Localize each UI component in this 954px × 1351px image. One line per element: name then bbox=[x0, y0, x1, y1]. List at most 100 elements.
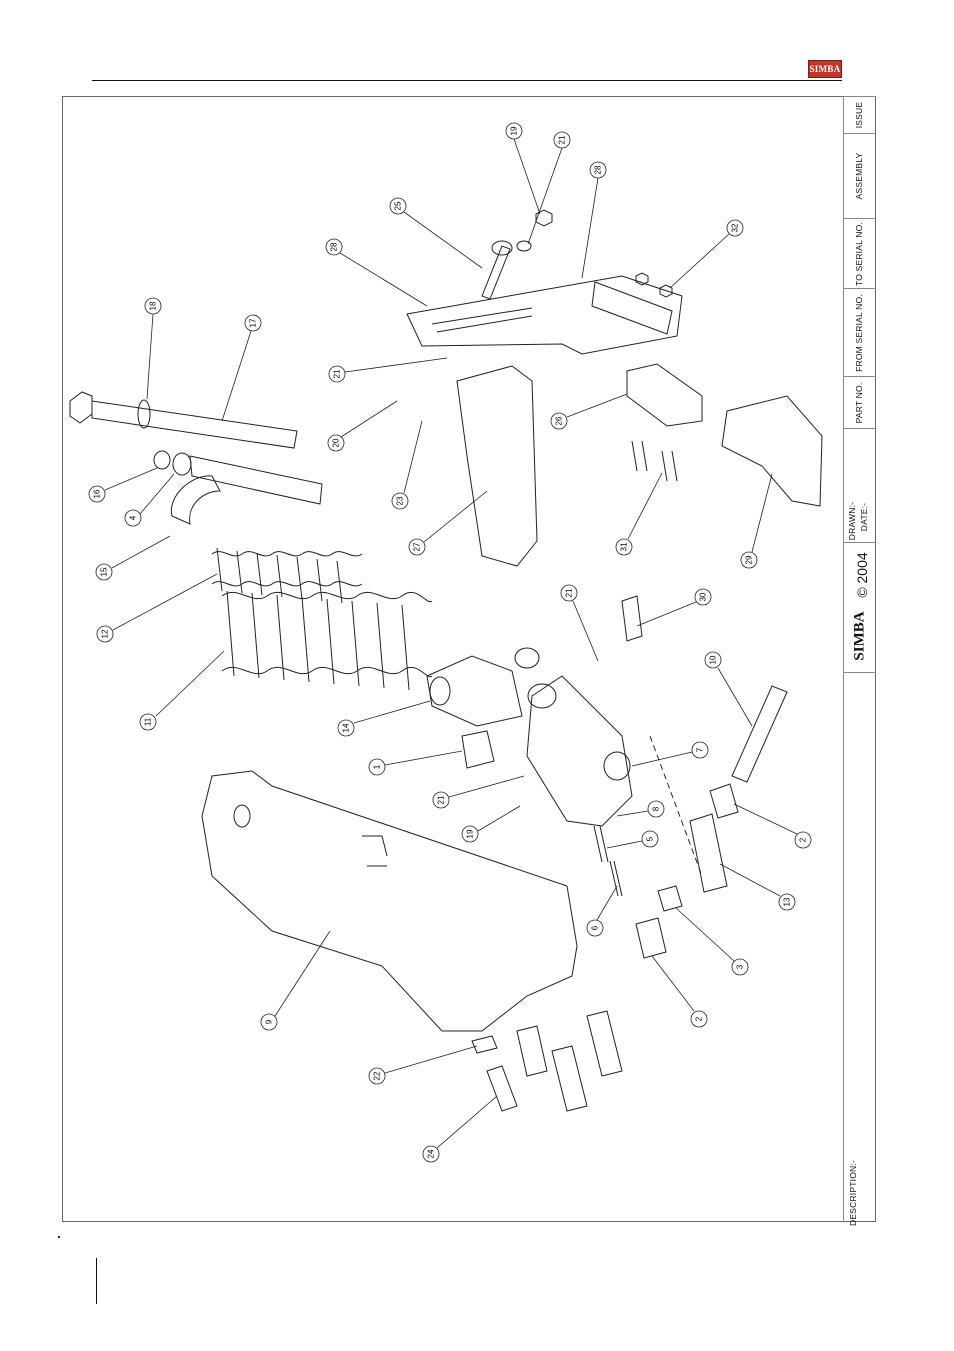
callout-27 bbox=[408, 490, 488, 556]
assembly-cell: ASSEMBLY bbox=[843, 133, 876, 218]
callout-21-right bbox=[560, 584, 599, 662]
leg-9 bbox=[201, 770, 578, 1032]
callout-28-right bbox=[581, 161, 607, 279]
assembly-label: ASSEMBLY bbox=[854, 152, 864, 200]
callout-number: 9 bbox=[265, 1019, 274, 1024]
callout-4 bbox=[124, 473, 175, 527]
callout-number: 4 bbox=[129, 515, 138, 520]
spring-11 bbox=[221, 590, 433, 691]
housing-14 bbox=[426, 655, 523, 727]
callout-26 bbox=[550, 393, 628, 430]
tube-13 bbox=[689, 813, 728, 893]
callout-number: 30 bbox=[699, 592, 708, 601]
part-no-cell: PART NO. bbox=[843, 376, 876, 428]
callout-22 bbox=[368, 1045, 478, 1085]
center-line bbox=[649, 735, 703, 877]
callout-number: 8 bbox=[652, 806, 661, 811]
callout-14 bbox=[337, 700, 431, 737]
page-margin-rule bbox=[96, 1258, 97, 1304]
bolt-30 bbox=[621, 595, 643, 642]
callout-number: 7 bbox=[696, 747, 705, 752]
callout-3 bbox=[675, 907, 749, 976]
bracket-28-arm bbox=[591, 281, 673, 335]
point-29 bbox=[721, 395, 823, 507]
callout-21-top bbox=[527, 131, 571, 245]
callout-number: 21 bbox=[333, 369, 342, 378]
bush-1 bbox=[461, 730, 495, 769]
callout-23 bbox=[391, 420, 423, 510]
brand-cell bbox=[843, 542, 876, 672]
bolts-31 bbox=[631, 440, 678, 482]
washer-22 bbox=[471, 1035, 498, 1054]
callout-9 bbox=[260, 930, 331, 1031]
callout-6 bbox=[586, 885, 618, 937]
callout-31 bbox=[615, 472, 663, 556]
callout-number: 27 bbox=[413, 542, 422, 551]
date-label: DATE:- bbox=[859, 502, 869, 532]
page-dot bbox=[58, 1236, 60, 1238]
callout-25 bbox=[389, 197, 483, 269]
callout-1 bbox=[368, 750, 463, 776]
callout-30 bbox=[636, 588, 712, 627]
callout-8 bbox=[616, 800, 665, 818]
callout-17 bbox=[221, 314, 262, 422]
bolt-set bbox=[516, 1010, 623, 1112]
callout-32 bbox=[669, 219, 744, 289]
to-serial-cell: TO SERIAL NO. bbox=[843, 218, 876, 288]
callout-number: 21 bbox=[558, 135, 567, 144]
callout-number: 5 bbox=[646, 836, 655, 841]
callout-number: 13 bbox=[783, 897, 792, 906]
callout-2-lower bbox=[651, 955, 708, 1028]
pin-10 bbox=[731, 685, 788, 783]
callout-number: 29 bbox=[745, 555, 754, 564]
part-outlines bbox=[69, 209, 823, 1112]
description-label: DESCRIPTION:- bbox=[848, 1160, 858, 1226]
pivot-block-7 bbox=[526, 675, 633, 827]
callout-number: 19 bbox=[510, 126, 519, 135]
callout-number: 21 bbox=[565, 588, 574, 597]
clip-15 bbox=[170, 475, 221, 525]
nut-19-top bbox=[535, 209, 553, 227]
callout-13 bbox=[719, 863, 796, 911]
pin-6 bbox=[609, 860, 623, 897]
rod-4 bbox=[189, 455, 323, 505]
title-block-divider bbox=[843, 96, 844, 1222]
callout-number: 28 bbox=[594, 165, 603, 174]
callout-29 bbox=[740, 473, 773, 569]
callout-5 bbox=[606, 830, 659, 849]
callout-19-lower bbox=[461, 805, 521, 843]
bracket-28-shape bbox=[406, 275, 683, 355]
callout-16 bbox=[88, 467, 158, 503]
bolt-24 bbox=[486, 1065, 518, 1112]
exploded-parts-diagram: 1921282528321817212023261641527312912213… bbox=[69, 122, 823, 1163]
bolt-head-18 bbox=[69, 391, 93, 424]
title-block: ISSUE ASSEMBLY TO SERIAL NO. FROM SERIAL… bbox=[843, 96, 876, 1226]
bracket-28-slots bbox=[431, 307, 533, 333]
drawing-frame bbox=[62, 96, 876, 1222]
callout-number: 32 bbox=[731, 223, 740, 232]
to-serial-label: TO SERIAL NO. bbox=[854, 221, 864, 287]
callout-number: 19 bbox=[466, 829, 475, 838]
callout-number: 22 bbox=[373, 1071, 382, 1080]
simba-logo: SIMBA bbox=[808, 60, 842, 78]
callout-10 bbox=[704, 651, 753, 727]
callout-number: 10 bbox=[709, 655, 718, 664]
callout-number: 24 bbox=[427, 1149, 436, 1158]
from-serial-cell: FROM SERIAL NO. bbox=[843, 288, 876, 376]
callout-11 bbox=[139, 650, 225, 731]
callout-number: 26 bbox=[555, 416, 564, 425]
callout-24 bbox=[422, 1095, 498, 1163]
leg-9-marking bbox=[362, 835, 388, 867]
from-serial-label: FROM SERIAL NO. bbox=[854, 294, 864, 372]
pin-5 bbox=[593, 825, 609, 863]
callout-12 bbox=[96, 573, 218, 643]
callout-20 bbox=[327, 400, 398, 452]
ring-3 bbox=[657, 885, 683, 912]
callouts bbox=[88, 122, 812, 1163]
spring-12 bbox=[211, 547, 363, 604]
callout-19-top bbox=[505, 122, 541, 215]
callout-7 bbox=[631, 741, 709, 767]
drawn-date-cell: DRAWN:- DATE:- bbox=[843, 428, 876, 542]
callout-number: 11 bbox=[144, 717, 153, 726]
callout-number: 25 bbox=[394, 201, 403, 210]
